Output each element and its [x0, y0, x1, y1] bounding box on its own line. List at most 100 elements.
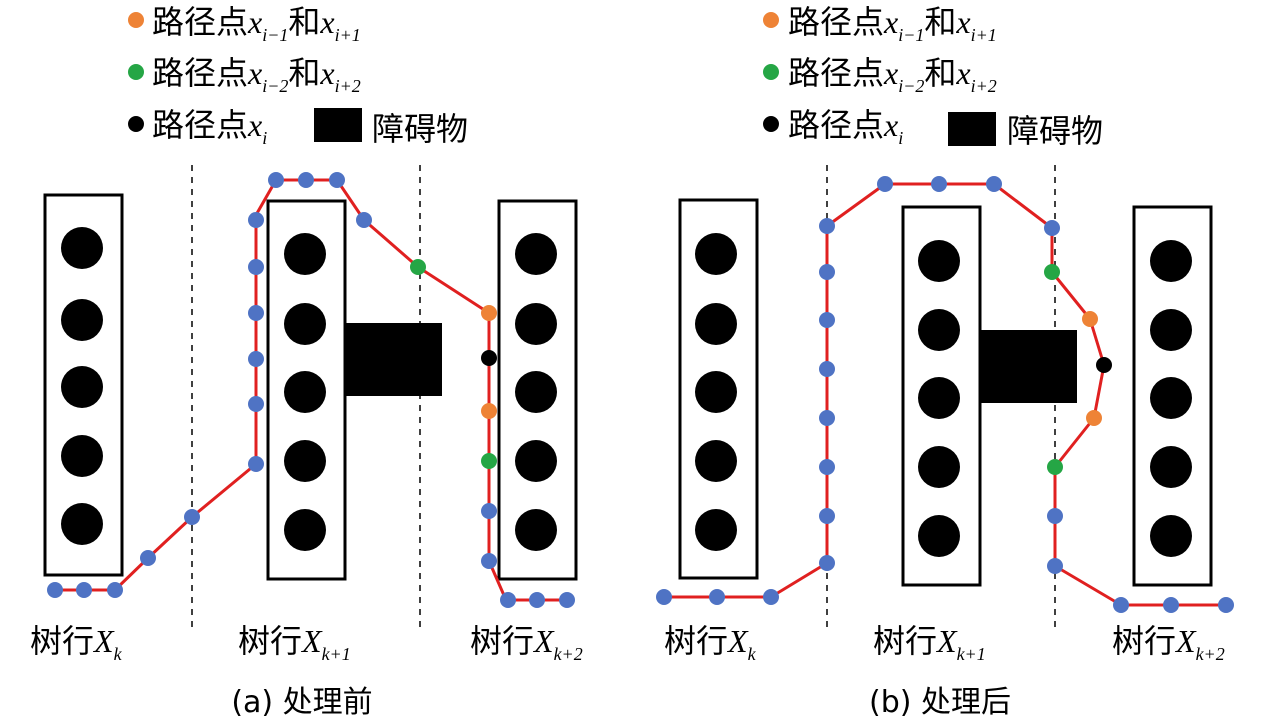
legend-current-text: 路径点xi: [788, 106, 903, 148]
waypoint-second-neighbor: [410, 259, 426, 275]
legend-obstacle-swatch: [314, 108, 362, 142]
waypoint: [1047, 558, 1063, 574]
tree: [61, 299, 103, 341]
waypoint-adjacent-neighbor: [481, 403, 497, 419]
waypoint: [656, 589, 672, 605]
panel-b-caption: (b) 处理后: [869, 685, 1011, 720]
waypoint: [986, 176, 1002, 192]
legend-current-text: 路径点xi: [152, 106, 267, 148]
tree-row-b-k: [678, 198, 759, 580]
tree: [918, 515, 960, 557]
waypoint-current: [1096, 357, 1112, 373]
tree: [918, 446, 960, 488]
tree: [1150, 240, 1192, 282]
legend-obstacle-label: 障碍物: [1007, 112, 1103, 150]
waypoint-second-neighbor: [1047, 459, 1063, 475]
tree: [284, 509, 326, 551]
waypoint: [819, 312, 835, 328]
waypoint: [709, 589, 725, 605]
tree-row-b-k1: [901, 205, 982, 587]
tree: [1150, 515, 1192, 557]
panel-b: 路径点xi−1和xi+1 路径点xi−2和xi+2 路径点xi 障碍物: [656, 3, 1234, 720]
legend-second-text: 路径点xi−2和xi+2: [788, 54, 997, 96]
waypoint: [819, 508, 835, 524]
waypoint: [763, 589, 779, 605]
waypoint: [248, 396, 264, 412]
tree-row-box: [1132, 205, 1213, 587]
row-label-k1: 树行Xk+1: [238, 622, 351, 664]
tree: [61, 503, 103, 545]
waypoint: [47, 582, 63, 598]
tree: [1150, 377, 1192, 419]
legend-adjacent-text: 路径点xi−1和xi+1: [788, 3, 997, 45]
waypoint: [248, 259, 264, 275]
tree: [284, 233, 326, 275]
waypoints-a: [47, 172, 575, 608]
waypoint: [140, 550, 156, 566]
waypoint: [184, 509, 200, 525]
waypoint: [298, 172, 314, 188]
waypoint: [248, 351, 264, 367]
tree: [1150, 446, 1192, 488]
legend-second-dot: [763, 64, 779, 80]
waypoint: [329, 172, 345, 188]
waypoint: [1218, 597, 1234, 613]
legend-second-dot: [128, 64, 144, 80]
panel-a-caption: (a) 处理前: [231, 685, 372, 720]
waypoint: [500, 592, 516, 608]
waypoint-adjacent-neighbor: [1082, 311, 1098, 327]
legend-a: 路径点xi−1和xi+1 路径点xi−2和xi+2 路径点xi 障碍物: [128, 3, 468, 148]
waypoint-second-neighbor: [481, 453, 497, 469]
waypoint-current: [481, 350, 497, 366]
waypoint: [107, 582, 123, 598]
tree: [695, 509, 737, 551]
tree: [61, 366, 103, 408]
tree: [918, 240, 960, 282]
waypoints-b: [656, 176, 1234, 613]
tree: [61, 227, 103, 269]
waypoint: [819, 264, 835, 280]
waypoint: [931, 176, 947, 192]
tree: [918, 377, 960, 419]
tree: [515, 233, 557, 275]
legend-second-text: 路径点xi−2和xi+2: [152, 54, 361, 96]
tree: [61, 435, 103, 477]
tree: [284, 303, 326, 345]
legend-adjacent-dot: [128, 12, 144, 28]
legend-current-dot: [763, 116, 779, 132]
waypoint: [819, 410, 835, 426]
waypoint: [1113, 597, 1129, 613]
waypoint: [1163, 597, 1179, 613]
tree: [515, 371, 557, 413]
tree: [695, 371, 737, 413]
waypoint: [481, 553, 497, 569]
waypoint: [268, 172, 284, 188]
legend-current-dot: [128, 116, 144, 132]
legend-adjacent-text: 路径点xi−1和xi+1: [152, 3, 361, 45]
waypoint: [529, 592, 545, 608]
row-label-k2: 树行Xk+2: [1112, 622, 1225, 664]
tree-row-box: [43, 193, 124, 577]
legend-obstacle-swatch: [948, 112, 996, 146]
row-label-k: 树行Xk: [30, 622, 123, 664]
tree-row-a-k1: [266, 199, 347, 581]
legend-obstacle-label: 障碍物: [372, 110, 468, 148]
tree-row-a-k: [43, 193, 124, 577]
obstacle: [344, 323, 442, 396]
tree: [284, 440, 326, 482]
tree: [695, 303, 737, 345]
waypoint: [819, 555, 835, 571]
tree-row-box: [497, 199, 578, 581]
row-label-k: 树行Xk: [664, 622, 757, 664]
waypoint-adjacent-neighbor: [1086, 410, 1102, 426]
tree: [918, 309, 960, 351]
waypoint: [248, 212, 264, 228]
tree: [515, 509, 557, 551]
tree: [515, 303, 557, 345]
waypoint-adjacent-neighbor: [481, 305, 497, 321]
waypoint: [481, 503, 497, 519]
waypoint: [877, 176, 893, 192]
tree-row-box: [678, 198, 759, 580]
row-label-k2: 树行Xk+2: [470, 622, 583, 664]
